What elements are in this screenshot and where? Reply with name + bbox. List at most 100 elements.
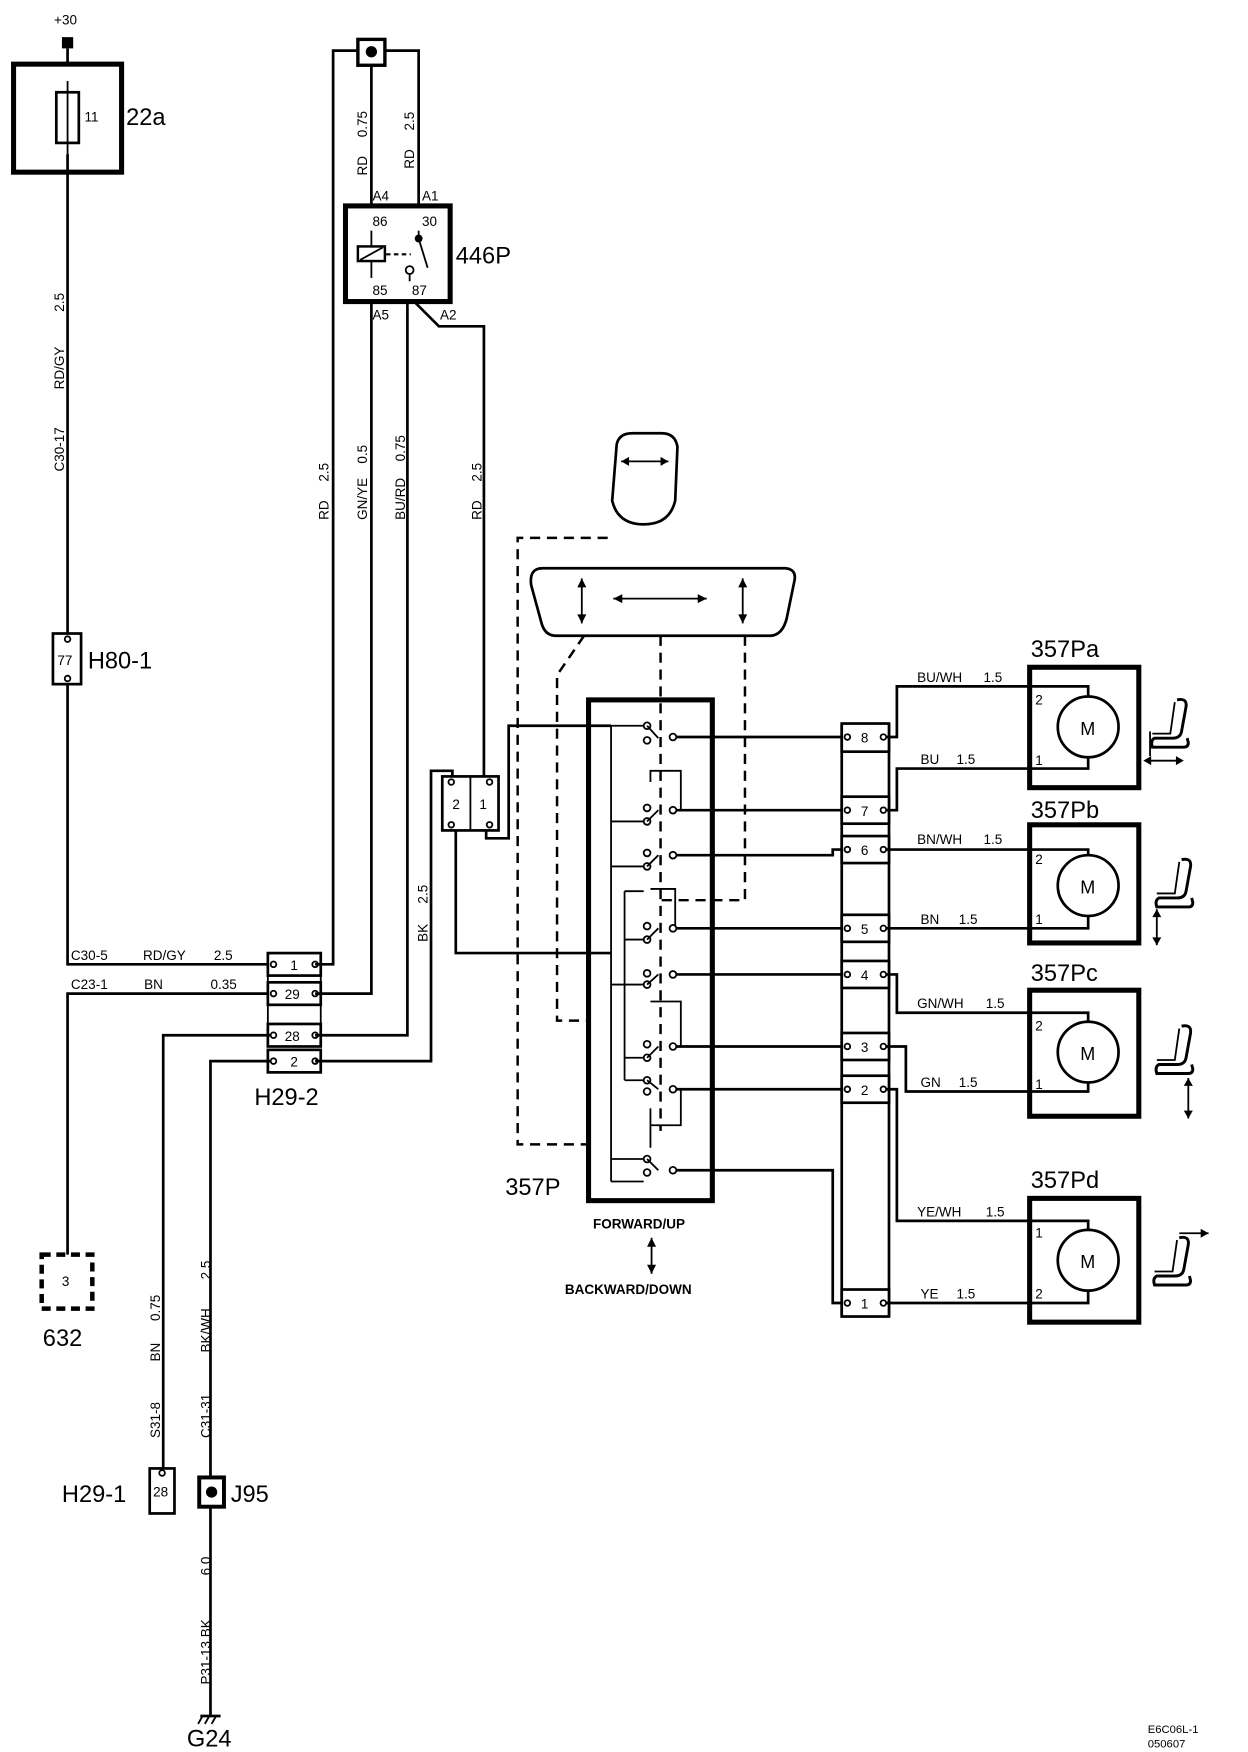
wire-connector-label: P31-13 BK — [198, 1619, 213, 1684]
fuse-name: 22a — [126, 105, 166, 131]
wire-color-label: YE/WH — [917, 1204, 961, 1219]
motor-pin-number: 2 — [1035, 692, 1043, 707]
motor-pin-number: 1 — [1035, 753, 1043, 768]
motor-357pb: 357Pb M 2 1 — [1027, 798, 1195, 946]
wire-color-label: GN/YE — [355, 478, 370, 520]
ground-name: G24 — [187, 1726, 232, 1752]
connector-h29-1-name: H29-1 — [62, 1482, 126, 1508]
up-down-arrow-icon — [647, 1237, 657, 1274]
wire-color-label: GN — [921, 1075, 941, 1090]
top-splice — [356, 37, 387, 67]
relay-name: 446P — [456, 243, 511, 269]
wire-size-label: 1.5 — [957, 1287, 976, 1302]
motor-pin-number: 2 — [1035, 852, 1043, 867]
connector-h80-1-pin: 77 — [57, 653, 72, 668]
wire-color-label: BU/WH — [917, 670, 962, 685]
splice-j95-dot-icon — [205, 1486, 218, 1498]
supply-terminal: +30 — [54, 13, 77, 65]
seat-height-rear-icon — [1154, 1024, 1195, 1119]
wire-size-label: 0.75 — [393, 435, 408, 461]
wire-color-label: BK — [416, 924, 431, 942]
switch-connector-pin-number: 6 — [861, 843, 869, 858]
motor-symbol: M — [1080, 1252, 1095, 1272]
motor-body — [1027, 1195, 1142, 1325]
wire-relay-87 — [315, 301, 409, 1037]
switch-connector-pin-number: 3 — [861, 1040, 869, 1055]
motor-icon — [1056, 1020, 1120, 1084]
wire-switch-input-2 — [454, 830, 612, 955]
wire-color-label: RD/GY — [143, 948, 186, 963]
wire-size-label: 0.75 — [355, 111, 370, 137]
wire-size-label: 1.5 — [984, 670, 1003, 685]
switch-input-pin-number: 2 — [452, 797, 460, 812]
switch-body — [586, 697, 715, 1204]
wire-color-label: BN — [921, 912, 940, 927]
wire-color-label: YE — [921, 1287, 939, 1302]
switch-backward-down-label: BACKWARD/DOWN — [565, 1282, 692, 1297]
drawing-ref: 050607 — [1148, 1738, 1186, 1750]
switch-connector-pin-number: 5 — [861, 922, 869, 937]
ground-icon — [197, 1714, 221, 1725]
connector-h29-1: 28 H29-1 — [62, 1467, 176, 1515]
relay-pin-label: 87 — [412, 283, 427, 298]
wire-connector-label: S31-8 — [148, 1402, 163, 1438]
motor-357pd: 357Pd M 1 2 — [1027, 1168, 1209, 1325]
fuse-22a: 11 22a — [11, 61, 166, 175]
connector-h29-2-name: H29-2 — [254, 1085, 318, 1111]
h29-2-pin-number: 29 — [285, 987, 300, 1002]
motor-pin-number: 2 — [1035, 1019, 1043, 1034]
wire-size-label: 1.5 — [959, 1075, 978, 1090]
supply-terminal-icon — [61, 37, 74, 49]
wire-size-label: 0.5 — [355, 445, 370, 464]
wire-h80-to-h29 — [66, 684, 271, 966]
seat-height-front-icon — [1152, 857, 1195, 946]
mechanical-linkage — [516, 536, 747, 1146]
seat-knob-upper-icon — [610, 431, 679, 526]
component-632-name: 632 — [43, 1326, 82, 1352]
wire-h29-2-to-j95 — [209, 1059, 271, 1478]
connector-h29-2: 1 29 28 2 H29-2 — [254, 951, 323, 1111]
fuse-pin-number: 11 — [84, 110, 98, 125]
relay-pin-label: 85 — [373, 283, 388, 298]
relay-pin-label: A4 — [373, 188, 390, 203]
wire-h29-to-632 — [66, 992, 271, 1255]
switch-connector-pin-number: 7 — [861, 804, 869, 819]
wire-color-label: RD — [317, 500, 332, 520]
wire-size-label: 2.5 — [402, 112, 417, 131]
ground-g24: G24 — [187, 1714, 232, 1752]
wire-size-label: 1.5 — [986, 996, 1005, 1011]
switch-357p: 357P FORWARD/UP BACKWARD/DOWN — [505, 697, 715, 1297]
switch-connector-pin-number: 2 — [861, 1083, 869, 1098]
wire-size-label: 2.5 — [52, 293, 67, 312]
wire-h29-pin1-riser — [315, 49, 358, 966]
wire-size-label: 0.75 — [148, 1295, 163, 1321]
wire-relay-85 — [315, 301, 373, 995]
connector-h80-1-name: H80-1 — [88, 648, 152, 674]
relay-pin-label: A5 — [373, 308, 390, 323]
wire-color-label: GN/WH — [917, 996, 963, 1011]
wire-relay-a2-out — [413, 300, 486, 780]
wire-size-label: 6.0 — [198, 1557, 213, 1576]
motor-name: 357Pa — [1031, 637, 1100, 663]
wire-color-label: RD — [470, 500, 485, 520]
motor-wires — [886, 685, 1090, 1305]
switch-forward-up-label: FORWARD/UP — [593, 1217, 685, 1232]
wire-size-label: 2.5 — [416, 885, 431, 904]
motor-symbol: M — [1080, 877, 1095, 897]
motor-pin-number: 1 — [1035, 1077, 1043, 1092]
splice-j95: J95 — [197, 1475, 269, 1509]
switch-contacts-icon — [610, 721, 682, 1183]
component-632-pin: 3 — [62, 1274, 70, 1289]
connector-h29-1-pin: 28 — [153, 1485, 168, 1500]
relay-pin-label: 86 — [373, 214, 388, 229]
wire-size-label: 2.5 — [198, 1261, 213, 1280]
splice-j95-body — [197, 1475, 226, 1509]
relay-pin-label: 30 — [422, 214, 437, 229]
motor-symbol: M — [1080, 1044, 1095, 1064]
wire-color-label: BU — [921, 752, 940, 767]
component-632-body — [39, 1252, 95, 1311]
motor-name: 357Pc — [1031, 961, 1098, 987]
motor-symbol: M — [1080, 719, 1095, 739]
h29-2-pin-number: 1 — [290, 958, 298, 973]
